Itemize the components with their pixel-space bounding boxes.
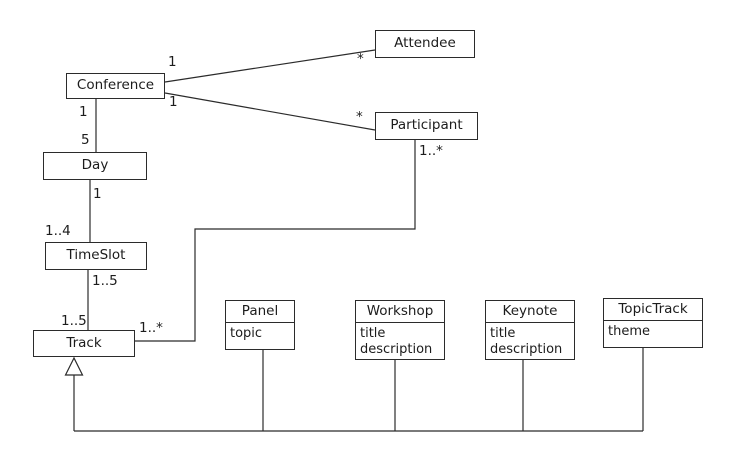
multiplicity-day-timeslot-source: 1 bbox=[93, 186, 102, 202]
multiplicity-conference-participant-target: * bbox=[356, 109, 363, 125]
class-attributes: topic bbox=[226, 323, 294, 344]
class-participant: Participant bbox=[375, 112, 478, 140]
multiplicity-day-timeslot-target: 1..4 bbox=[45, 223, 71, 239]
multiplicity-track-participant-source: 1..* bbox=[139, 320, 163, 336]
attribute: title bbox=[490, 326, 516, 341]
multiplicity-conference-attendee-source: 1 bbox=[168, 54, 177, 70]
class-name: TopicTrack bbox=[604, 299, 702, 321]
edge-conference-attendee bbox=[164, 49, 376, 83]
class-name: Panel bbox=[226, 301, 294, 323]
edge-track-participant bbox=[135, 140, 416, 342]
class-name: Keynote bbox=[486, 301, 574, 323]
class-name: Participant bbox=[390, 117, 463, 134]
class-attributes: title description bbox=[486, 323, 574, 360]
attribute: description bbox=[360, 342, 433, 357]
class-name: Conference bbox=[76, 77, 155, 94]
multiplicity-timeslot-track-source: 1..5 bbox=[92, 273, 118, 289]
multiplicity-timeslot-track-target: 1..5 bbox=[61, 313, 87, 329]
class-attributes: title description bbox=[356, 323, 444, 360]
attribute: title bbox=[360, 326, 386, 341]
generalization-arrowhead bbox=[64, 356, 84, 376]
class-timeslot: TimeSlot bbox=[45, 242, 147, 270]
edge-conference-participant bbox=[164, 92, 376, 131]
attribute: description bbox=[490, 342, 563, 357]
class-panel: Panel topic bbox=[225, 300, 295, 350]
class-name: Workshop bbox=[356, 301, 444, 323]
multiplicity-conference-day-source: 1 bbox=[79, 104, 88, 120]
class-attendee: Attendee bbox=[375, 30, 475, 58]
attribute: theme bbox=[608, 324, 650, 339]
class-workshop: Workshop title description bbox=[355, 300, 445, 360]
class-name: Day bbox=[81, 157, 109, 174]
multiplicity-conference-attendee-target: * bbox=[357, 51, 364, 67]
multiplicity-conference-day-target: 5 bbox=[81, 132, 90, 148]
multiplicity-conference-participant-source: 1 bbox=[169, 94, 178, 110]
class-conference: Conference bbox=[66, 73, 165, 99]
class-track: Track bbox=[33, 330, 135, 357]
class-day: Day bbox=[43, 152, 147, 180]
class-name: Attendee bbox=[394, 35, 456, 52]
class-topictrack: TopicTrack theme bbox=[603, 298, 703, 348]
multiplicity-track-participant-target: 1..* bbox=[419, 143, 443, 159]
class-name: TimeSlot bbox=[66, 247, 126, 264]
attribute: topic bbox=[230, 326, 263, 341]
class-keynote: Keynote title description bbox=[485, 300, 575, 360]
class-name: Track bbox=[66, 334, 102, 351]
class-attributes: theme bbox=[604, 321, 702, 342]
